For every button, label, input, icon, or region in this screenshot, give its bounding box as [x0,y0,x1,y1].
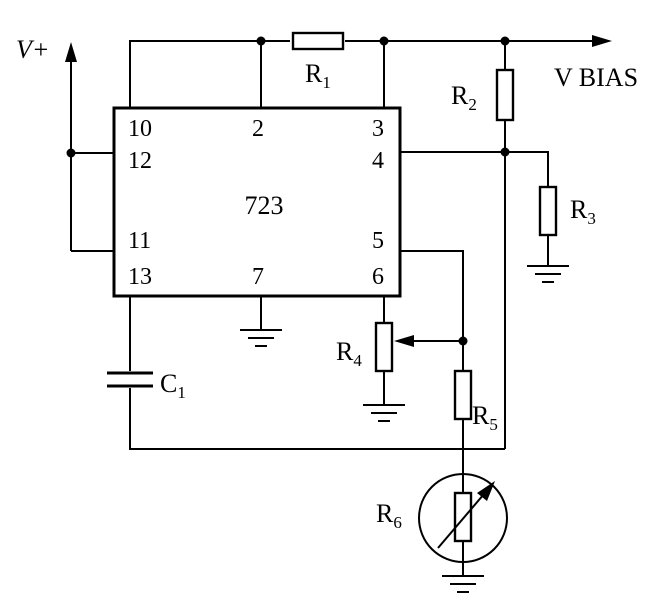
r4-label: R4 [336,337,362,370]
junction-dot [458,336,468,346]
pin-7-label: 7 [252,264,264,290]
vplus-arrow-icon [65,42,77,62]
vplus-label: V+ [16,35,49,64]
r1-label: R1 [305,59,331,92]
resistor-r1 [291,31,345,51]
junction-dot [379,36,389,46]
r2-label: R2 [451,81,477,114]
resistor-r5 [453,369,473,421]
pin-10-label: 10 [128,116,152,142]
variable-arrow-line [437,493,485,549]
ic-label: 723 [245,191,284,220]
ground-symbol-icon [363,404,405,422]
variable-arrow-icon [477,481,495,501]
wire-pin10-top [129,40,290,108]
pin-5-label: 5 [372,228,384,254]
pin-2-label: 2 [252,116,264,142]
ground-symbol-icon [442,575,484,593]
resistor-r2 [495,68,515,122]
vbias-label: V BIAS [554,63,638,92]
wire-pin5 [400,250,464,371]
r3-label: R3 [570,195,596,228]
junction-dot [500,36,510,46]
r6-label: R6 [376,499,402,532]
wire-pin4-r3 [400,151,549,187]
resistor-r6 [453,491,473,543]
c1-label: C1 [160,369,186,402]
wiper-arrow-icon [394,335,414,347]
pin-13-label: 13 [128,264,152,290]
pin-11-label: 11 [128,228,151,254]
junction-dot [256,36,266,46]
pin-6-label: 6 [372,264,384,290]
junction-dot [66,148,76,158]
vbias-arrow-icon [592,35,612,47]
ground-symbol-icon [240,329,282,347]
resistor-r3 [538,185,558,237]
pin-12-label: 12 [128,148,152,174]
pin-3-label: 3 [372,116,384,142]
ic-723-body [112,106,402,298]
potentiometer-r4 [374,321,394,373]
wire-c1-return [129,388,505,450]
ground-symbol-icon [527,265,569,283]
r5-label: R5 [472,401,498,434]
pin-4-label: 4 [372,148,384,174]
